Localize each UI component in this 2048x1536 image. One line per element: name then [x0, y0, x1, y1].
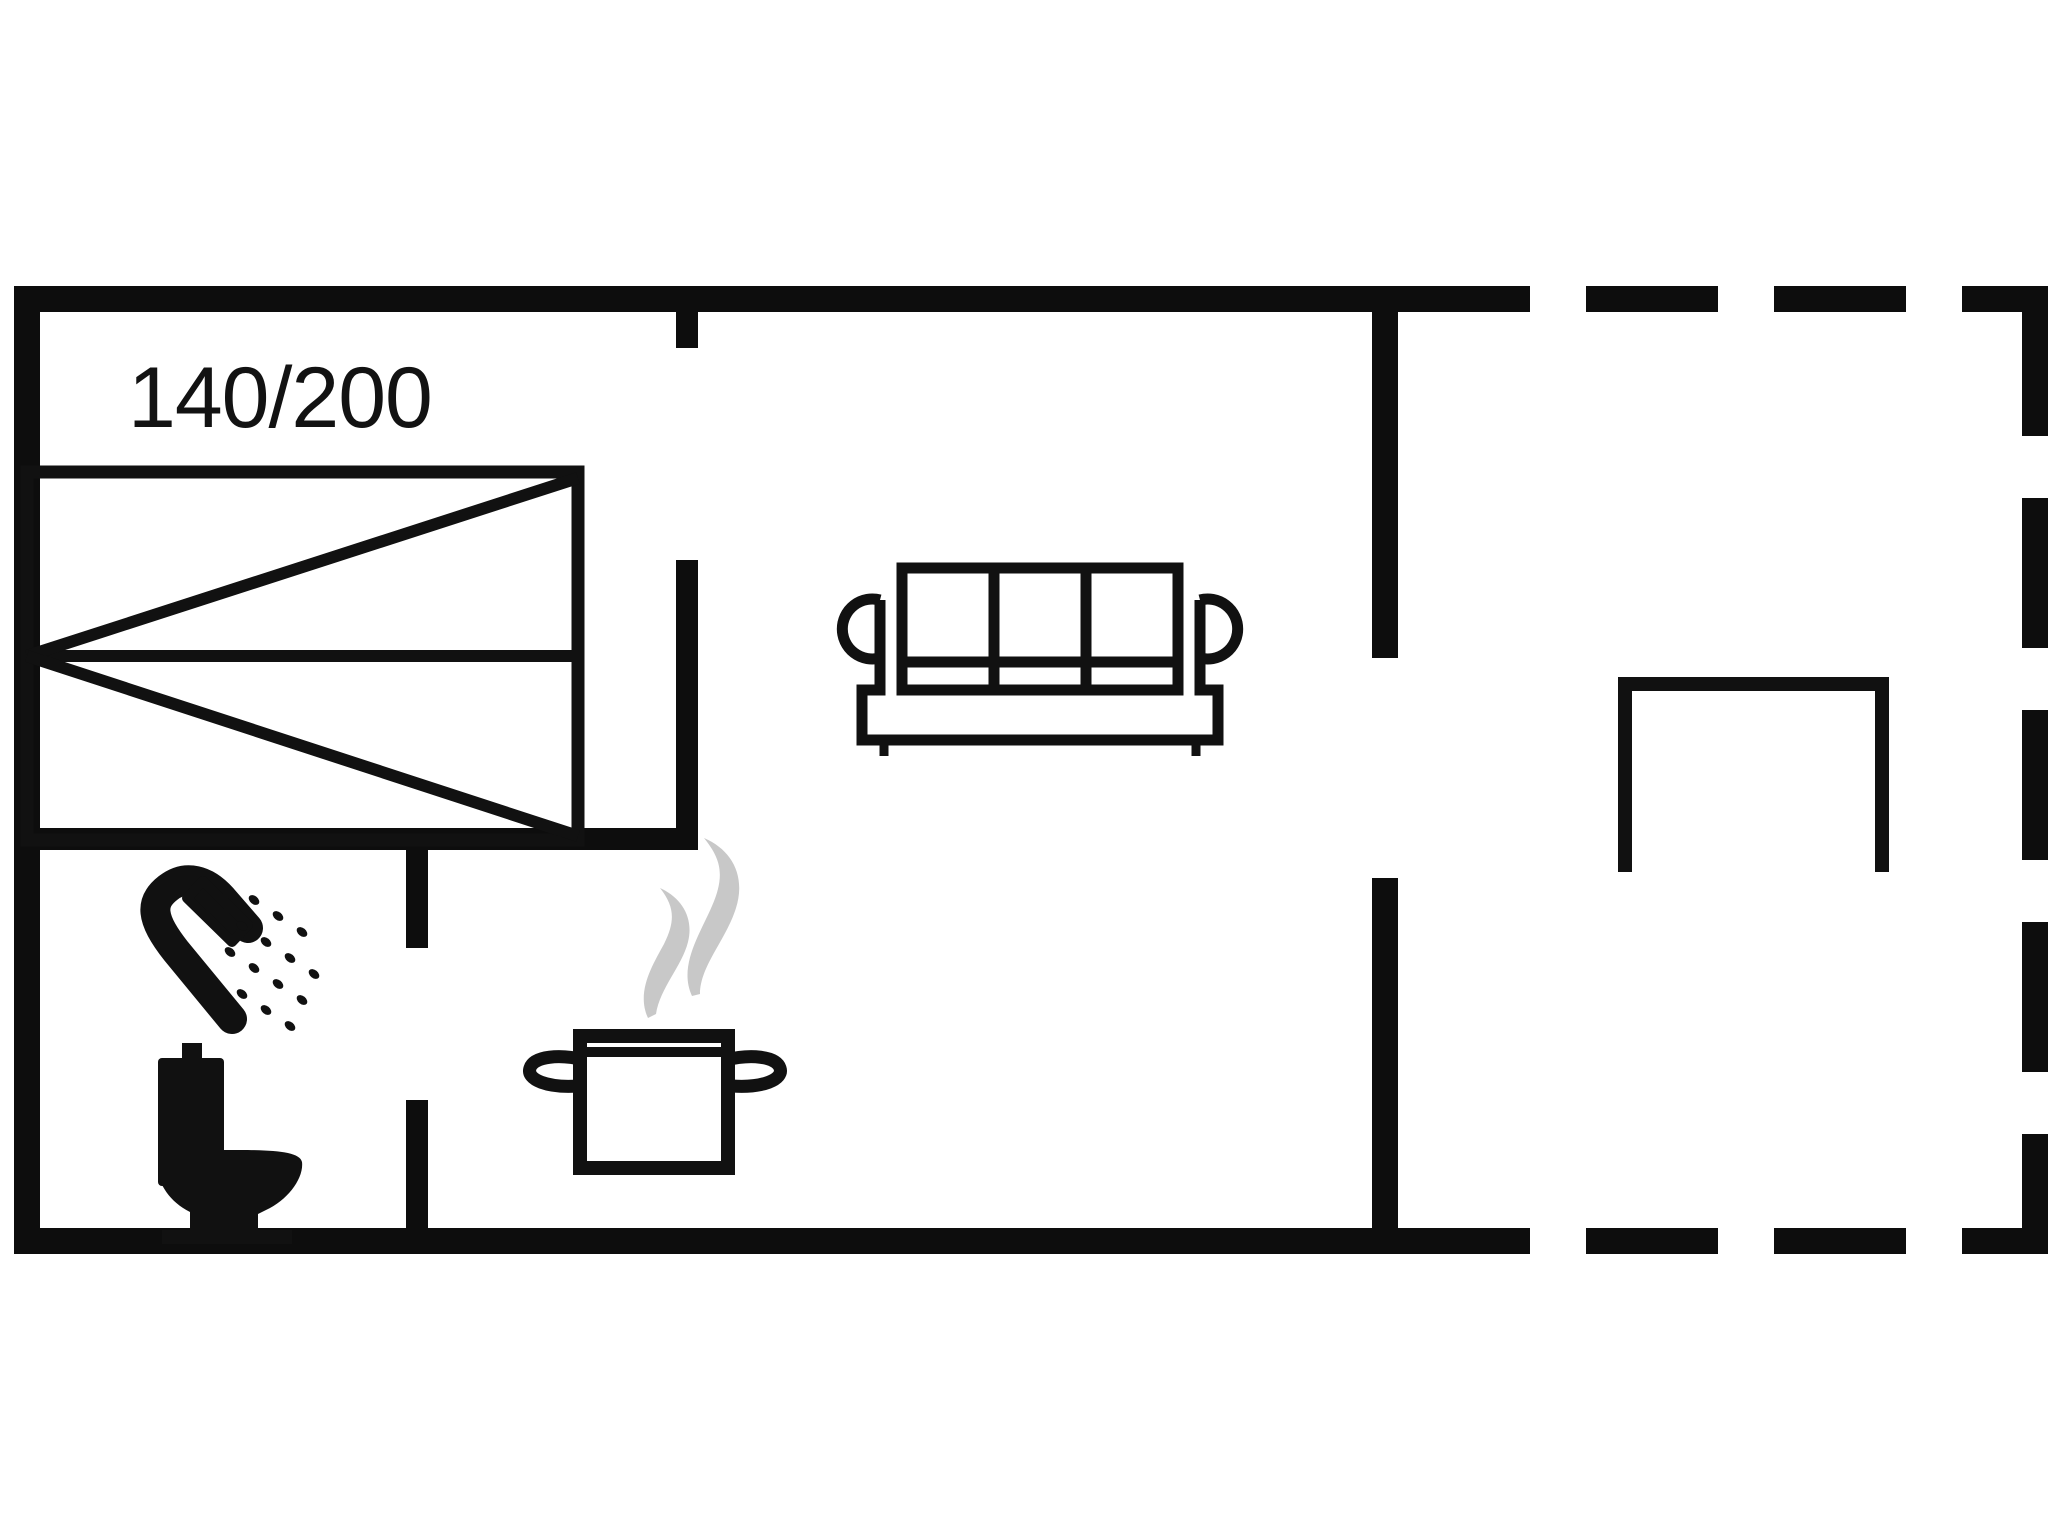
terrace-dashed-outline	[1398, 286, 2048, 1254]
sofa-arm-left	[836, 593, 882, 665]
pot-handle-right	[719, 1050, 787, 1093]
double-bed-symbol	[20, 465, 585, 847]
pot-handle-left	[523, 1050, 591, 1093]
bed-diagonal-lower	[25, 650, 580, 842]
toilet-icon	[158, 1043, 303, 1244]
shower-icon	[140, 865, 320, 1034]
steam-left	[643, 888, 690, 1018]
terrace-table-symbol	[1618, 677, 1889, 872]
wall-right-lower	[1372, 878, 1398, 1254]
shower-head	[182, 876, 253, 947]
sofa-symbol	[836, 562, 1244, 756]
wall-bathroom-divider-lower	[406, 1100, 428, 1232]
sofa-arm-right	[1198, 593, 1244, 665]
toilet-bowl	[158, 1150, 303, 1244]
wall-right-upper	[1372, 286, 1398, 658]
sofa-seat-block	[896, 562, 1184, 696]
shower-water-droplets	[224, 895, 320, 1031]
wall-top	[14, 286, 1398, 312]
bed-size-label: 140/200	[128, 350, 432, 446]
steam-right	[687, 838, 740, 996]
sofa-body	[856, 600, 1224, 746]
wall-bedroom-right-stub-top	[676, 310, 698, 348]
cooking-pot-icon	[523, 838, 787, 1175]
wall-bedroom-right	[676, 560, 698, 850]
house-outer-walls	[14, 286, 1398, 1254]
wall-bathroom-divider-upper	[406, 850, 428, 948]
pot-body	[573, 1029, 735, 1175]
terrace-table-outline	[1618, 677, 1889, 872]
bed-diagonal-upper	[25, 472, 580, 662]
